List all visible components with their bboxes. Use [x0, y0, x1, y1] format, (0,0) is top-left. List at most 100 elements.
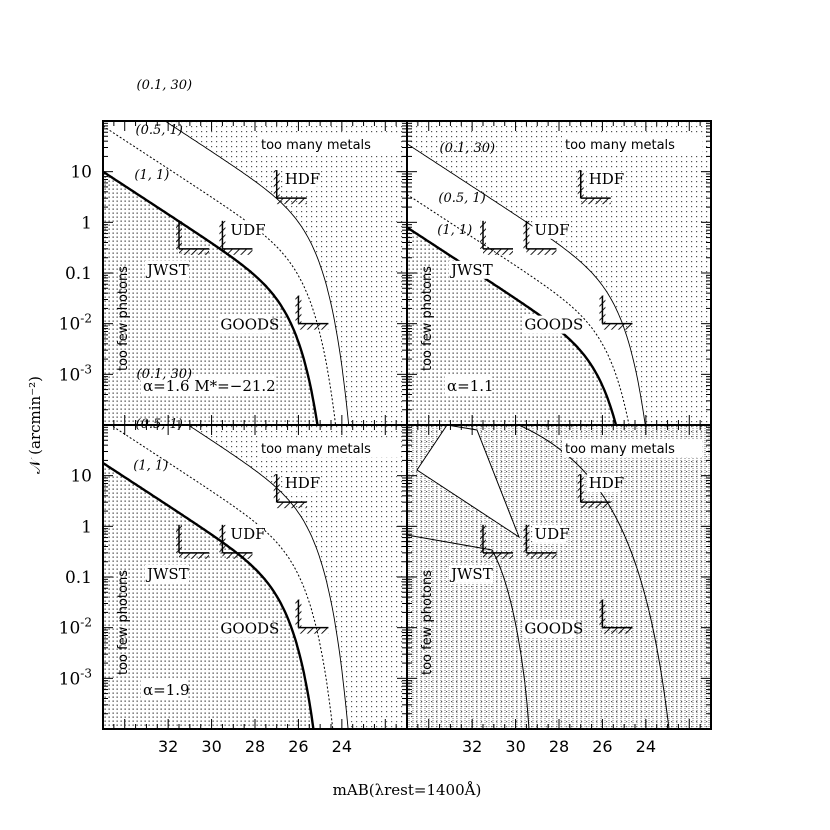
survey-label: UDF — [534, 221, 569, 239]
metals-label: too many metals — [565, 442, 675, 457]
hatch-horizontal — [483, 552, 513, 559]
y-tick-label: 10 — [70, 163, 92, 183]
survey-marker-hdf: HDF — [273, 170, 321, 205]
label-bg — [449, 260, 493, 279]
curve-label: (0.1, 30) — [137, 78, 193, 93]
x-tick-label: 30 — [505, 737, 525, 756]
hatch-horizontal — [526, 248, 557, 255]
x-tick-label: 26 — [592, 737, 612, 756]
panel-annotation: α=1.9 — [143, 681, 190, 699]
survey-label: UDF — [230, 525, 265, 543]
survey-label: JWST — [145, 565, 189, 583]
panel-3 — [103, 425, 407, 729]
label-bg — [282, 474, 317, 493]
series-line-3 — [164, 121, 350, 425]
label-bg — [218, 619, 273, 638]
label-bg — [562, 439, 702, 457]
label-bg — [586, 170, 621, 189]
survey-marker-udf: UDF — [219, 524, 266, 559]
hatch-horizontal — [222, 552, 253, 559]
survey-marker-jwst: JWST — [145, 524, 209, 583]
x-tick-label: 30 — [201, 737, 221, 756]
hatch-horizontal — [222, 248, 253, 255]
panels-layer: (1, 1)(0.5, 1)(0.1, 30)HDFUDFJWSTGOODSto… — [103, 78, 711, 729]
metals-label: too many metals — [565, 138, 675, 153]
curve-label: (0.1, 30) — [137, 367, 193, 382]
label-bg — [218, 315, 273, 334]
series-line-2 — [109, 425, 334, 729]
x-tick-label: 32 — [158, 737, 178, 756]
panel-2 — [407, 121, 711, 425]
label-bg — [228, 524, 263, 543]
series-line-3 — [187, 425, 349, 729]
x-axis-label: mAB(λrest=1400Å) — [333, 781, 482, 799]
label-bg — [522, 619, 577, 638]
survey-label: GOODS — [524, 316, 583, 334]
y-tick-label: 1 — [81, 517, 92, 537]
survey-label: HDF — [589, 474, 625, 492]
x-tick-label: 24 — [636, 737, 656, 756]
x-tick-label: 32 — [462, 737, 482, 756]
photons-label: too few photons — [116, 266, 131, 371]
boundary-curve — [518, 425, 670, 729]
curve-label: (1, 1) — [134, 168, 169, 183]
series-line-1 — [103, 461, 315, 729]
label-bg — [532, 524, 567, 543]
survey-label: HDF — [285, 474, 321, 492]
survey-label: UDF — [534, 525, 569, 543]
label-bg — [145, 260, 189, 279]
y-tick-label: 0.1 — [65, 264, 92, 284]
series-line-2 — [407, 194, 630, 425]
metals-label: too many metals — [261, 138, 371, 153]
curve-label: (1, 1) — [437, 223, 472, 238]
survey-marker-jwst: JWST — [449, 524, 513, 583]
hatch-horizontal — [580, 198, 611, 205]
survey-label: GOODS — [220, 316, 279, 334]
survey-marker-goods: GOODS — [218, 295, 329, 334]
survey-label: HDF — [589, 170, 625, 188]
survey-marker-hdf: HDF — [273, 474, 321, 509]
allowed-region — [416, 425, 521, 539]
y-tick-label: 10-2 — [59, 616, 92, 639]
panel-annotation: α=1.1 — [447, 377, 494, 395]
y-axis-label: 𝒩 (arcmin⁻²) — [26, 376, 44, 474]
survey-marker-goods: GOODS — [522, 295, 633, 334]
hatch-horizontal — [483, 248, 513, 255]
label-bg — [141, 375, 276, 395]
series-line-1 — [103, 170, 319, 425]
label-bg — [145, 564, 189, 583]
photons-region — [103, 463, 316, 729]
photons-region — [103, 171, 321, 425]
curve-label: (0.5, 1) — [438, 191, 485, 206]
label-bg — [258, 439, 398, 457]
hatch-horizontal — [298, 627, 329, 634]
hatch-horizontal — [602, 323, 633, 330]
y-tick-label: 10-3 — [59, 362, 92, 385]
y-tick-label: 10 — [70, 467, 92, 487]
label-bg — [445, 375, 490, 395]
label-bg — [532, 220, 567, 239]
survey-marker-goods: GOODS — [522, 599, 633, 638]
hatch-horizontal — [580, 502, 611, 509]
survey-marker-jwst: JWST — [145, 220, 209, 279]
series-line-2 — [103, 125, 337, 425]
label-bg — [282, 170, 317, 189]
survey-label: GOODS — [220, 620, 279, 638]
survey-label: HDF — [285, 170, 321, 188]
survey-label: UDF — [230, 221, 265, 239]
label-bg — [258, 135, 398, 153]
hatch-horizontal — [276, 198, 307, 205]
y-tick-label: 10-3 — [59, 666, 92, 689]
survey-marker-jwst: JWST — [449, 220, 513, 279]
photons-label: too few photons — [116, 570, 131, 675]
series-line-1 — [407, 226, 618, 425]
survey-marker-hdf: HDF — [577, 170, 625, 205]
y-tick-label: 1 — [81, 213, 92, 233]
x-tick-label: 28 — [245, 737, 265, 756]
hatch-horizontal — [179, 248, 209, 255]
survey-label: JWST — [449, 261, 493, 279]
hatch-horizontal — [298, 323, 329, 330]
metals-label: too many metals — [261, 442, 371, 457]
hatch-horizontal — [179, 552, 209, 559]
